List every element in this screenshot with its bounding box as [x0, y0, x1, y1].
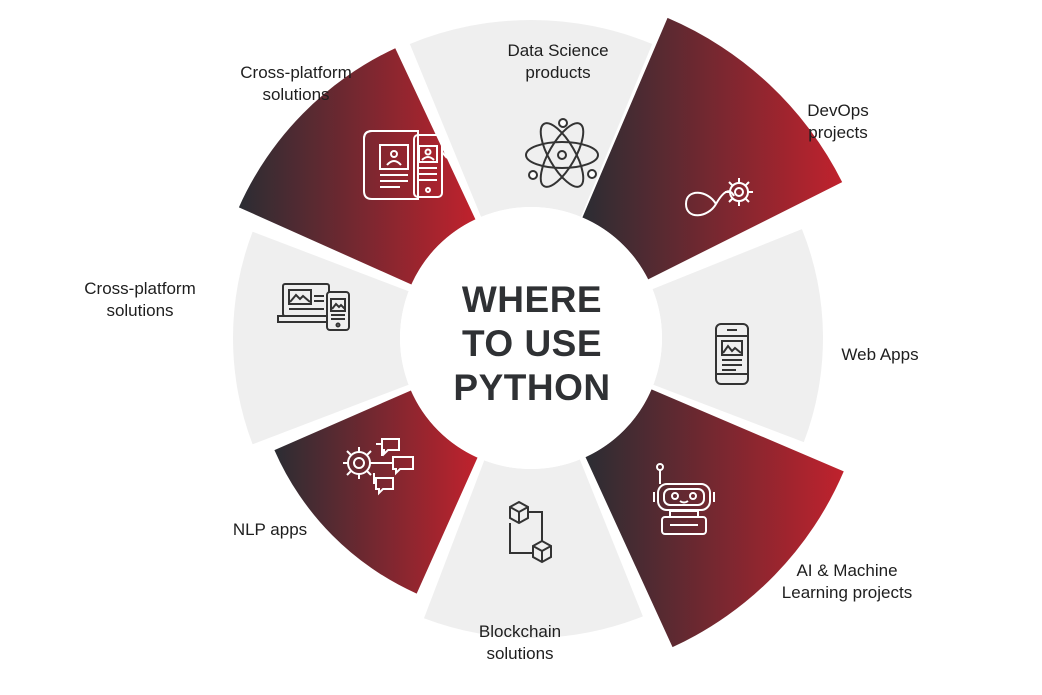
segment-devops	[582, 17, 843, 280]
label-ai-ml: AI & Machine Learning projects	[781, 561, 913, 602]
segment-cross-platform-1	[238, 48, 476, 285]
ring-segments	[233, 17, 844, 648]
laptop-phone-icon	[277, 283, 350, 331]
segment-data-science	[409, 19, 653, 217]
label-cross-platform-2: Cross-platform solutions	[84, 279, 196, 320]
label-nlp: NLP apps	[232, 520, 308, 539]
label-data-science: Data Science products	[507, 41, 609, 82]
robot-icon	[653, 463, 715, 535]
center-title: WHERE TO USE PYTHON	[400, 278, 664, 410]
atom-icon	[525, 118, 599, 188]
label-devops: DevOps projects	[807, 101, 869, 142]
center-title-line-3: PYTHON	[453, 367, 611, 408]
tablet-phone-icon	[363, 130, 448, 200]
center-circle	[400, 207, 662, 469]
segment-cross-platform-2	[233, 231, 409, 445]
infinity-gear-icon	[684, 178, 753, 217]
segment-nlp	[274, 390, 478, 594]
label-web-apps: Web Apps	[841, 345, 919, 364]
segment-ai-ml	[585, 389, 844, 648]
center-title-line-1: WHERE	[461, 279, 603, 320]
center-title-line-2: TO USE	[461, 323, 603, 364]
blockchain-cubes-icon	[509, 500, 552, 564]
label-cross-platform-1: Cross-platform solutions	[240, 63, 352, 104]
smartphone-icon	[715, 323, 749, 385]
gear-chat-icon	[343, 438, 414, 496]
label-blockchain: Blockchain solutions	[478, 622, 562, 663]
